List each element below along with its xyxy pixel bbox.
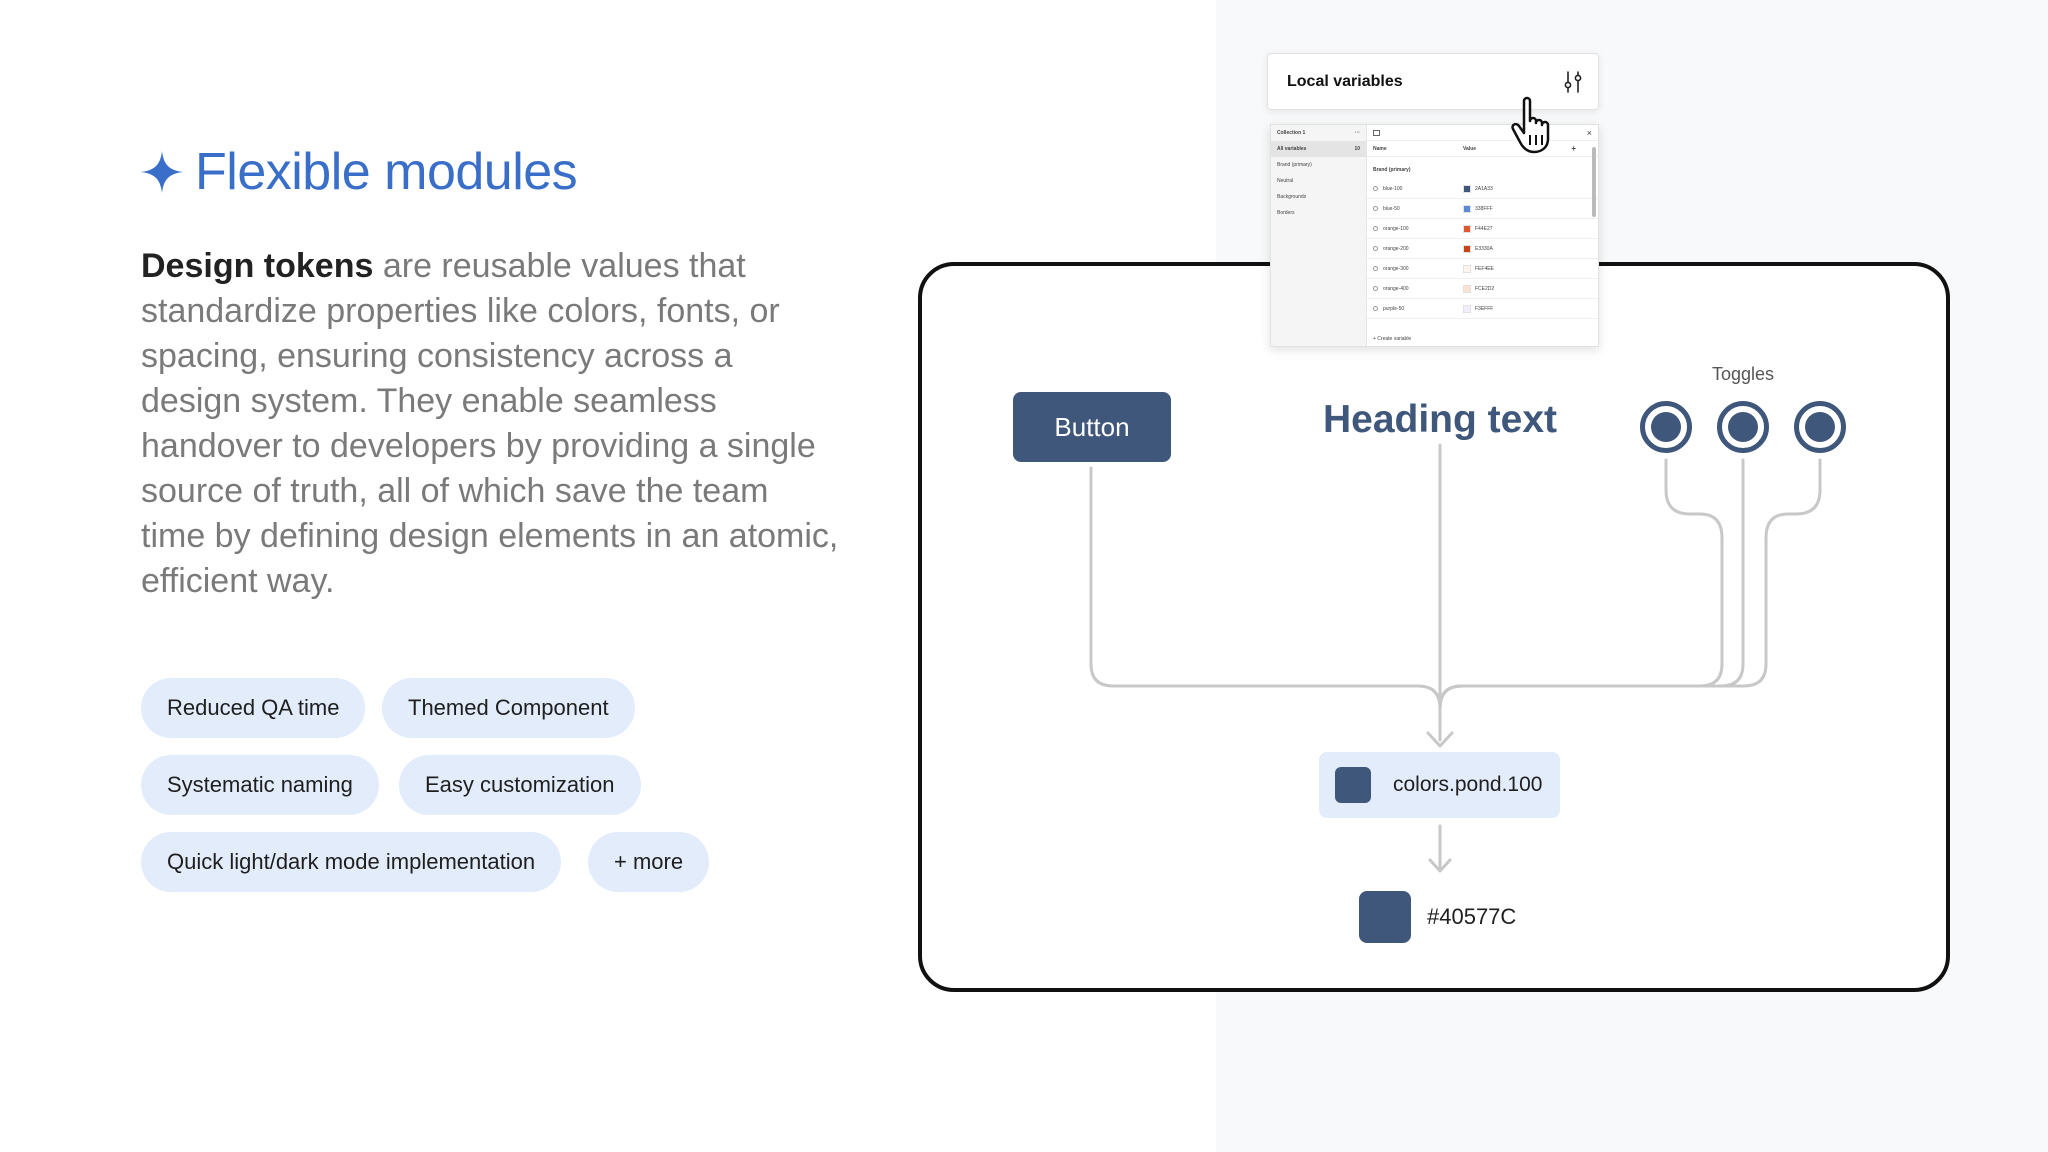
tag-light-dark-mode: Quick light/dark mode implementation [141, 832, 562, 892]
variable-type-icon [1373, 266, 1378, 271]
hex-value: #40577C [1427, 904, 1517, 929]
variable-name: purple-50 [1367, 306, 1463, 312]
variable-type-icon [1373, 286, 1378, 291]
variable-type-icon [1373, 226, 1378, 231]
demo-toggle-3[interactable] [1794, 401, 1846, 453]
local-variables-bar[interactable]: Local variables [1267, 53, 1599, 110]
variable-type-icon [1373, 206, 1378, 211]
variable-color-swatch [1463, 264, 1471, 273]
sidebar-item-neutral[interactable]: Neutral [1277, 178, 1294, 184]
variable-value: 338FFF [1463, 204, 1493, 213]
sliders-icon[interactable] [1562, 70, 1584, 94]
description-paragraph: Design tokens are reusable values that s… [141, 244, 841, 604]
variable-name: orange-400 [1367, 286, 1463, 292]
tag-themed-component: Themed Component [382, 678, 635, 738]
variable-name: orange-200 [1367, 246, 1463, 252]
scrollbar[interactable] [1592, 147, 1596, 217]
variable-color-swatch [1463, 204, 1471, 213]
variable-name: blue-50 [1367, 206, 1463, 212]
close-icon[interactable]: × [1586, 127, 1592, 138]
table-header: Name Value + [1367, 141, 1598, 157]
demo-toggle-2[interactable] [1717, 401, 1769, 453]
variable-name: blue-100 [1367, 186, 1463, 192]
variable-value: E3330A [1463, 244, 1493, 253]
sparkle-star-icon [141, 151, 183, 193]
tag-easy-customization: Easy customization [399, 755, 641, 815]
variable-value: F3EFFF [1463, 304, 1493, 313]
variable-value: FCE2D2 [1463, 284, 1494, 293]
sidebar-toggle-icon[interactable] [1373, 129, 1380, 136]
description-bold-term: Design tokens [141, 247, 374, 285]
toggles-label: Toggles [1711, 364, 1775, 384]
tag-systematic-naming: Systematic naming [141, 755, 379, 815]
collection-name: Collection 1 [1277, 130, 1306, 136]
demo-toggle-1[interactable] [1640, 401, 1692, 453]
sidebar-item-borders[interactable]: Borders [1277, 210, 1295, 216]
variables-toolbar: × [1367, 125, 1598, 141]
variable-value: F44E27 [1463, 224, 1493, 233]
variable-color-swatch [1463, 184, 1471, 193]
variable-value: FEF4EE [1463, 264, 1494, 273]
variables-sidebar: Collection 1 ··· All variables 10 Brand … [1271, 125, 1367, 346]
variable-type-icon [1373, 246, 1378, 251]
variable-value: 2A1A33 [1463, 184, 1493, 193]
column-name: Name [1373, 145, 1387, 152]
section-title: Flexible modules [195, 143, 578, 201]
hand-pointer-cursor-icon [1511, 96, 1550, 154]
sidebar-item-brand[interactable]: Brand (primary) [1277, 162, 1312, 168]
demo-button[interactable]: Button [1013, 392, 1171, 462]
tag-more[interactable]: + more [588, 832, 710, 892]
variables-panel: Collection 1 ··· All variables 10 Brand … [1270, 124, 1599, 347]
variable-type-icon [1373, 186, 1378, 191]
create-variable-button[interactable]: + Create variable [1373, 336, 1412, 342]
token-pill: colors.pond.100 [1319, 752, 1560, 818]
token-swatch [1335, 767, 1371, 803]
variable-color-swatch [1463, 304, 1471, 313]
demo-heading-text: Heading text [1322, 398, 1558, 441]
hex-swatch [1359, 891, 1411, 943]
variable-group-label: Brand (primary) [1373, 167, 1411, 173]
sidebar-item-all-variables[interactable]: All variables 10 [1271, 141, 1366, 157]
hex-value-row: #40577C [1359, 891, 1516, 943]
local-variables-title: Local variables [1287, 72, 1403, 90]
variable-name: orange-100 [1367, 226, 1463, 232]
tag-reduced-qa-time: Reduced QA time [141, 678, 366, 738]
collection-header[interactable]: Collection 1 ··· [1271, 125, 1366, 141]
variable-color-swatch [1463, 244, 1471, 253]
variable-name: orange-300 [1367, 266, 1463, 272]
variable-color-swatch [1463, 224, 1471, 233]
description-text: are reusable values that standardize pro… [141, 247, 839, 600]
column-value: Value [1463, 145, 1477, 152]
token-name: colors.pond.100 [1393, 773, 1543, 796]
variable-color-swatch [1463, 284, 1471, 293]
more-icon[interactable]: ··· [1355, 130, 1360, 136]
section-heading: Flexible modules [141, 142, 578, 202]
add-column-icon[interactable]: + [1571, 144, 1576, 153]
variable-type-icon [1373, 306, 1378, 311]
sidebar-item-backgrounds[interactable]: Backgrounds [1277, 194, 1307, 200]
